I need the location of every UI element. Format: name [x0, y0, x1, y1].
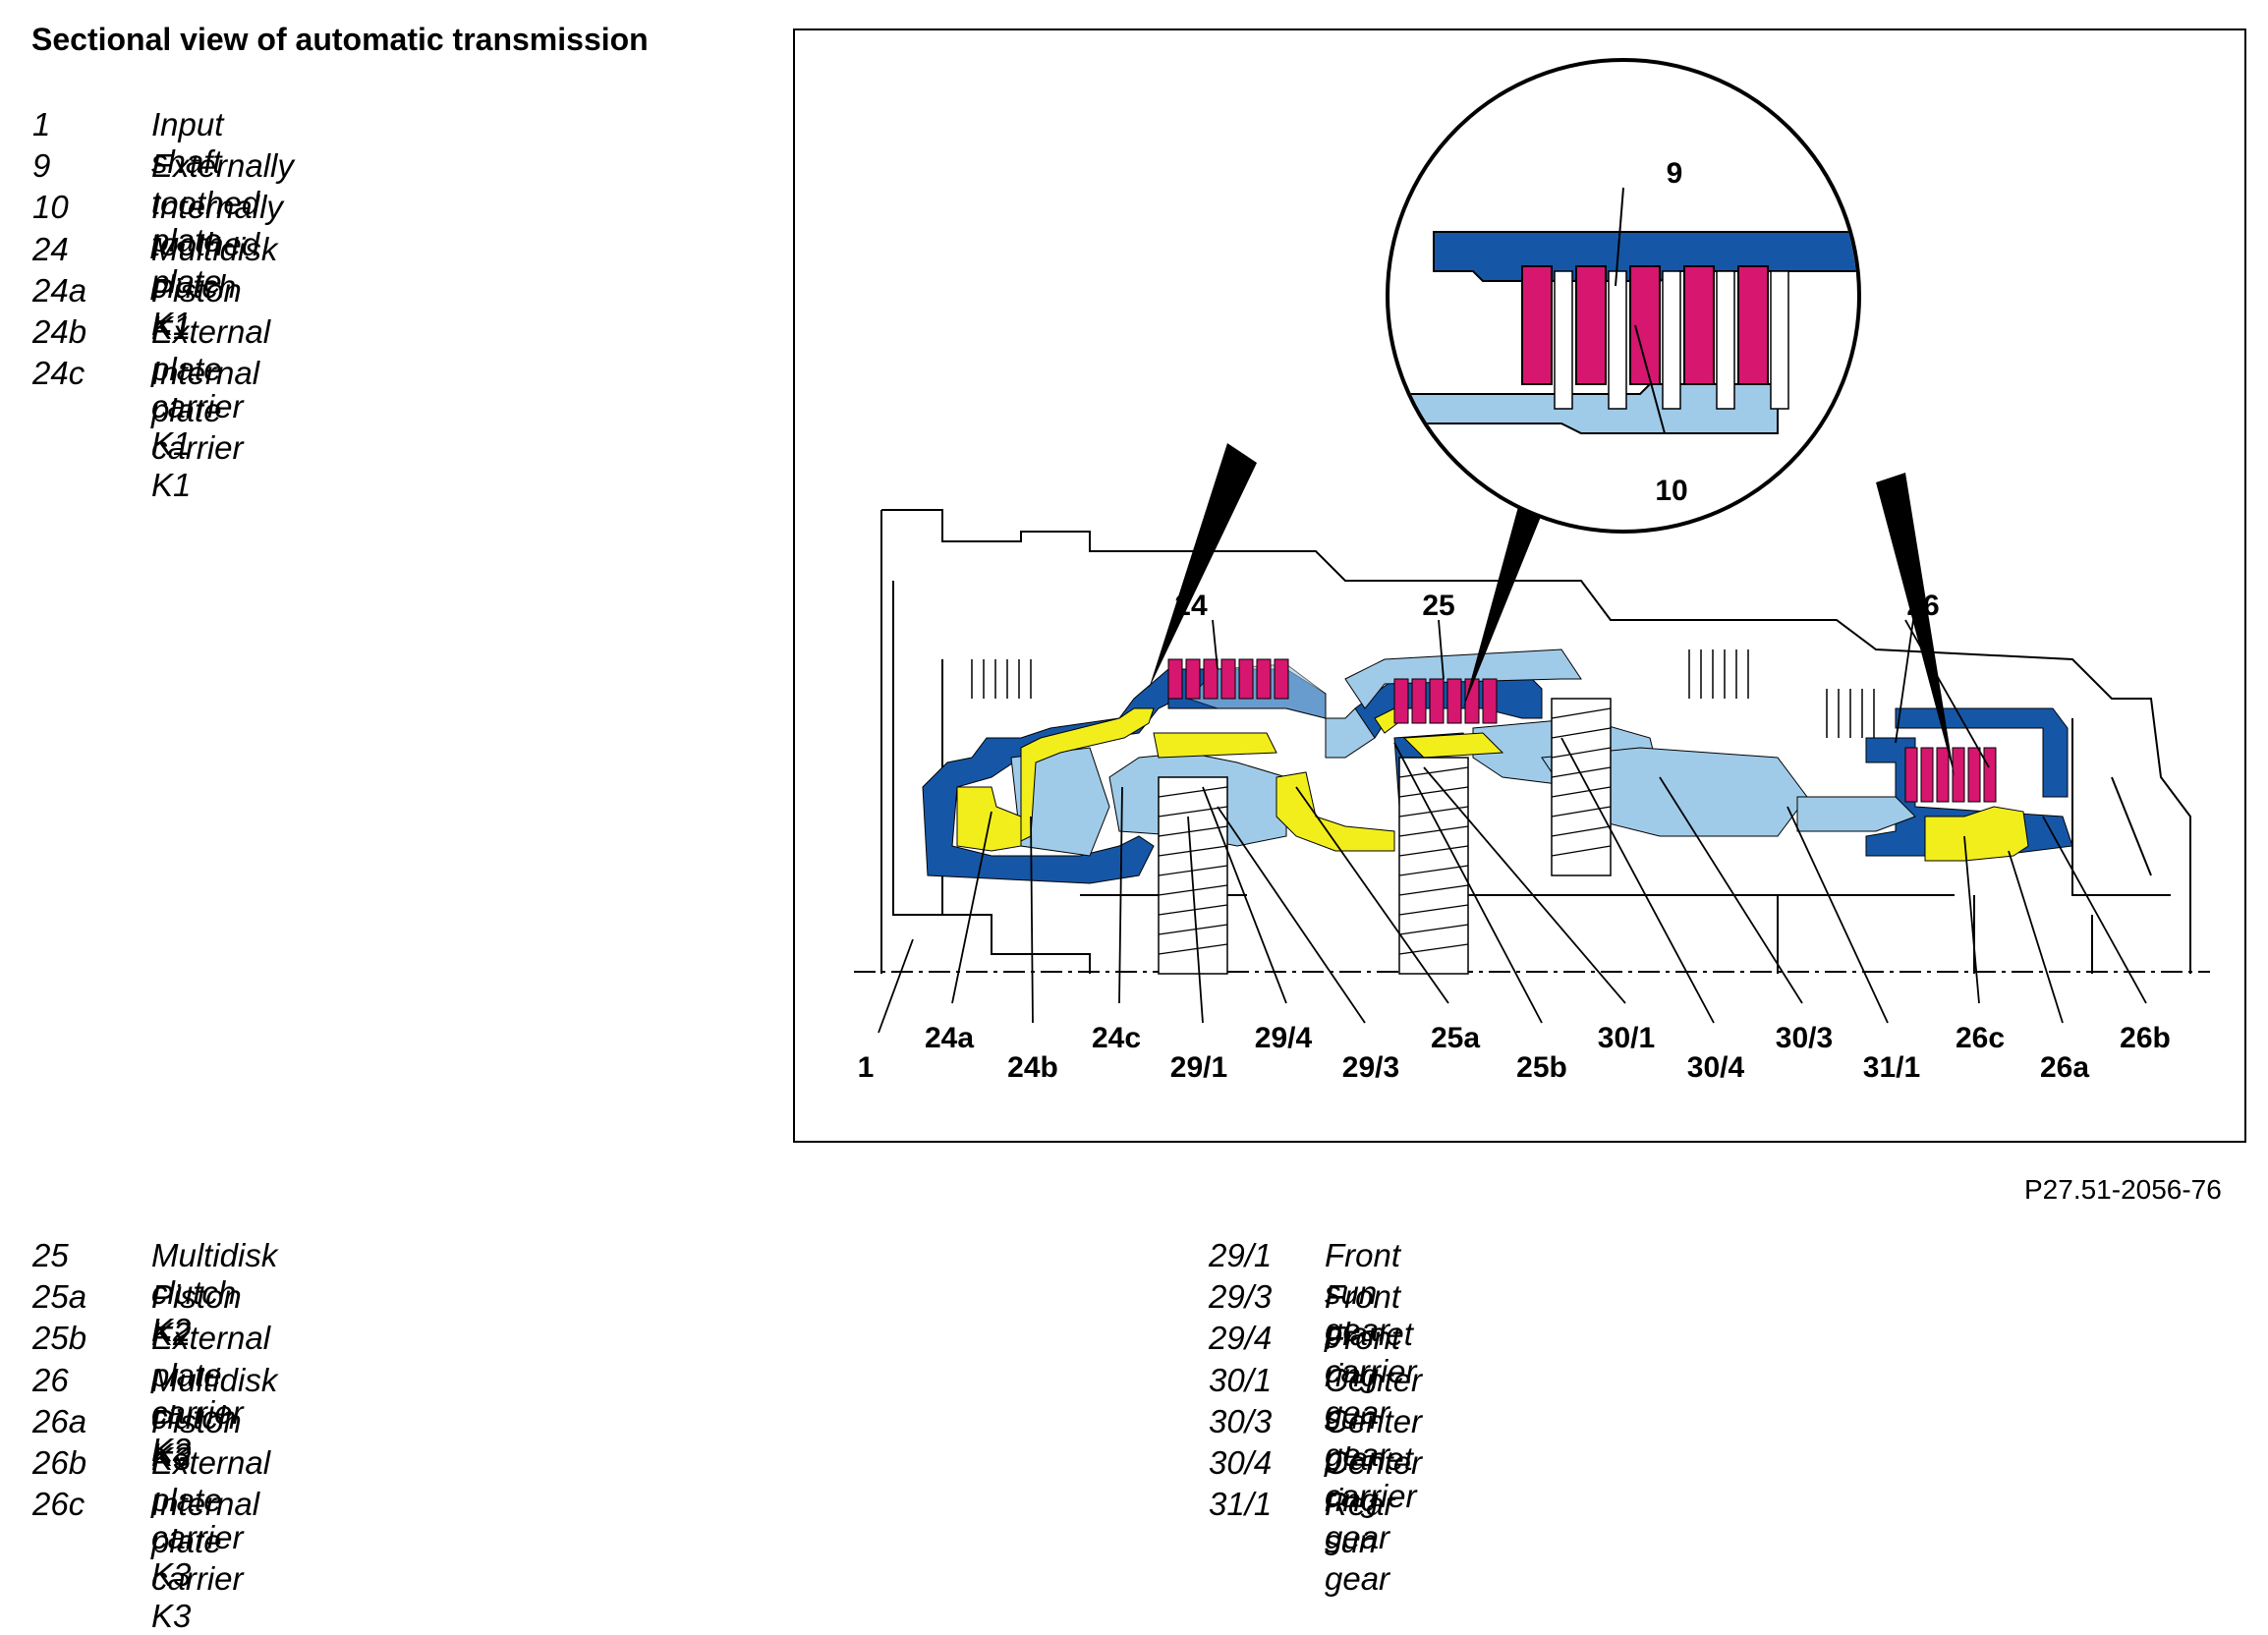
- callout-26: 26: [1906, 590, 1939, 622]
- callout-24a: 24a: [925, 1022, 974, 1054]
- other-plate-packs: [971, 649, 1875, 738]
- legend-description: External plate carrier K2: [151, 1320, 271, 1469]
- figure-code: P27.51-2056-76: [2024, 1174, 2222, 1205]
- zoom-pointer-right: [1876, 473, 1955, 777]
- callout-25: 25: [1422, 590, 1454, 622]
- callout-31-1: 31/1: [1863, 1051, 1920, 1084]
- callout-25a: 25a: [1431, 1022, 1480, 1054]
- legend-description: Piston K3: [151, 1402, 242, 1477]
- leader-lines: [878, 619, 2147, 1034]
- magnifier-detail: [1149, 58, 1955, 777]
- legend-number: 25: [32, 1237, 69, 1273]
- callout-10: 10: [1655, 475, 1687, 507]
- legend-description: Center sun gear: [1325, 1361, 1423, 1473]
- page-title: Sectional view of automatic transmission: [31, 22, 649, 57]
- legend-description: Piston K1: [151, 271, 242, 346]
- legend-description: Center planet carrier: [1325, 1402, 1423, 1514]
- legend-description: Front ring gear: [1325, 1320, 1401, 1432]
- gear-teeth-lines: [1158, 707, 1612, 955]
- callout-30-3: 30/3: [1776, 1022, 1833, 1054]
- legend-number: 30/4: [1209, 1443, 1273, 1481]
- legend-number: 30/1: [1209, 1361, 1273, 1398]
- clutch-packs: [1167, 658, 1997, 803]
- yellow-parts: [956, 707, 2029, 862]
- callout-1: 1: [858, 1051, 875, 1084]
- legend-number: 26: [32, 1361, 69, 1398]
- legend-number: 1: [32, 106, 51, 142]
- legend-number: 24: [32, 230, 69, 267]
- legend-description: Piston K2: [151, 1278, 242, 1353]
- legend-description: Internal plate carrier K1: [151, 355, 260, 504]
- legend-description: Internal plate carrier K3: [151, 1486, 260, 1635]
- legend-number: 24b: [32, 312, 87, 350]
- legend-number: 29/1: [1209, 1237, 1273, 1273]
- diagram-frame: 9 10 24 25 26 1 24a 24b 24c 29/1 29/4 29…: [793, 28, 2246, 1143]
- legend-number: 10: [32, 189, 69, 226]
- callout-26b: 26b: [2120, 1022, 2171, 1054]
- legend-description: Externally toothed plate: [151, 147, 294, 259]
- legend-number: 30/3: [1209, 1402, 1273, 1439]
- legend-description: Front planet carrier: [1325, 1278, 1417, 1390]
- callout-24b: 24b: [1007, 1051, 1058, 1084]
- callout-24: 24: [1174, 590, 1208, 622]
- legend-number: 24c: [32, 355, 85, 392]
- legend-description: Rear sun gear: [1325, 1486, 1395, 1598]
- zoom-pointer-left: [1149, 443, 1257, 689]
- legend-number: 29/4: [1209, 1320, 1273, 1357]
- legend-description: Internally toothed plate: [151, 189, 283, 301]
- legend-number: 25a: [32, 1278, 87, 1316]
- callout-9: 9: [1667, 157, 1683, 190]
- legend-description: Input shaft: [151, 106, 224, 180]
- legend-number: 9: [32, 147, 51, 185]
- legend-description: Front sun gear: [1325, 1237, 1401, 1348]
- callout-26a: 26a: [2040, 1051, 2089, 1084]
- transmission-cross-section: 9 10 24 25 26 1 24a 24b 24c 29/1 29/4 29…: [854, 58, 2210, 1084]
- callout-29-3: 29/3: [1342, 1051, 1399, 1084]
- callout-24c: 24c: [1092, 1022, 1141, 1054]
- callout-30-1: 30/1: [1598, 1022, 1655, 1054]
- legend-number: 29/3: [1209, 1278, 1273, 1316]
- legend-number: 24a: [32, 271, 87, 309]
- legend-number: 26b: [32, 1443, 87, 1481]
- legend-number: 25b: [32, 1320, 87, 1357]
- legend-number: 26c: [32, 1486, 85, 1523]
- callout-26c: 26c: [1956, 1022, 2005, 1054]
- legend-description: Center ring gear: [1325, 1443, 1423, 1555]
- legend-description: Multidisk clutch K1: [151, 230, 278, 342]
- legend-description: Multidisk clutch K2: [151, 1237, 278, 1348]
- callout-29-4: 29/4: [1255, 1022, 1313, 1054]
- callout-29-1: 29/1: [1170, 1051, 1227, 1084]
- callout-30-4: 30/4: [1687, 1051, 1745, 1084]
- legend-description: External plate carrier K1: [151, 312, 271, 462]
- legend-description: Multidisk clutch K3: [151, 1361, 278, 1473]
- legend-number: 26a: [32, 1402, 87, 1439]
- callout-25b: 25b: [1516, 1051, 1567, 1084]
- legend-number: 31/1: [1209, 1486, 1273, 1523]
- zoom-pointer-centre: [1463, 492, 1547, 708]
